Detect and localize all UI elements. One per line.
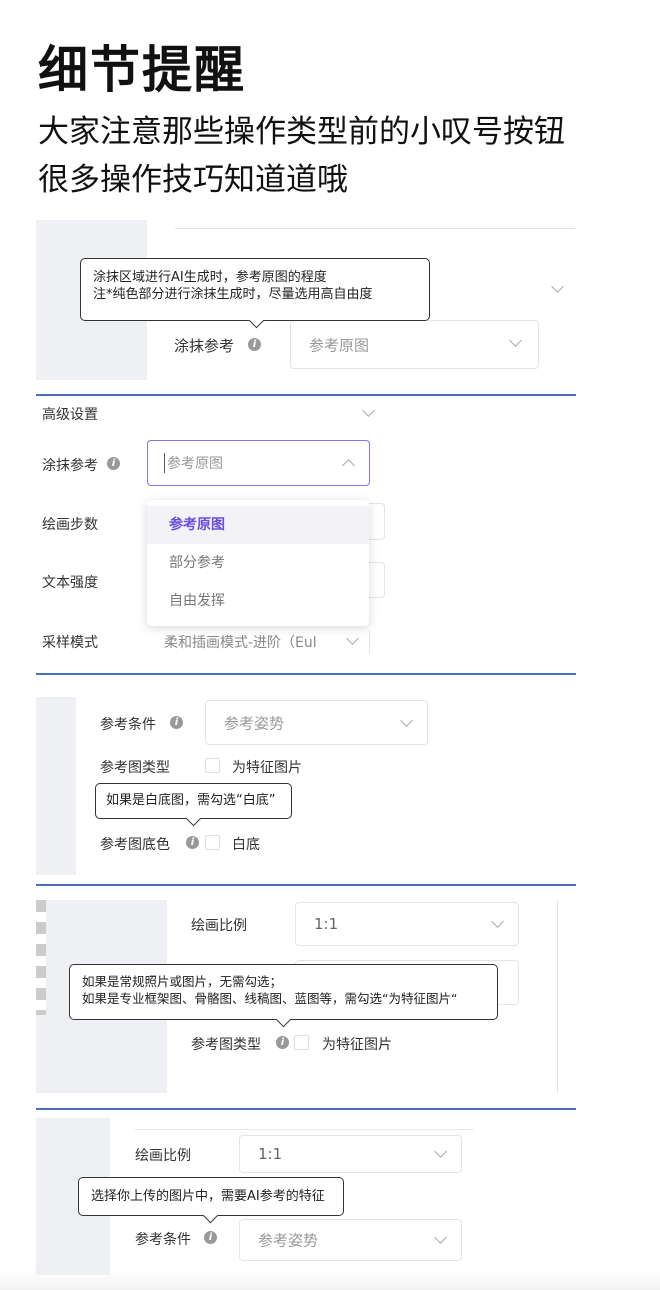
page-title: 细节提醒 — [38, 41, 246, 99]
chevron-down-icon — [509, 334, 522, 347]
divider — [175, 228, 575, 229]
section-divider — [36, 1108, 576, 1110]
tooltip-line: 涂抹区域进行AI生成时，参考原图的程度 — [93, 270, 327, 285]
info-icon[interactable]: i — [170, 716, 183, 729]
sampling-mode-select[interactable]: 柔和插画模式-进阶（Eul — [147, 630, 370, 654]
white-bg-checkbox[interactable] — [205, 835, 220, 850]
steps-label: 绘画步数 — [42, 517, 98, 533]
select-value: 参考姿势 — [224, 714, 285, 732]
section-divider — [36, 673, 576, 675]
reference-bg-label: 参考图底色 — [100, 837, 170, 853]
reference-condition-label: 参考条件 — [135, 1232, 191, 1248]
ratio-select[interactable]: 1:1 — [295, 902, 519, 946]
inpaint-reference-select[interactable]: 参考原图 — [290, 320, 539, 369]
subtitle-line-1: 大家注意那些操作类型前的小叹号按钮 — [38, 114, 565, 150]
inpaint-reference-label: 涂抹参考 — [42, 458, 98, 474]
inpaint-reference-select[interactable]: 参考原图 — [147, 440, 370, 486]
chevron-up-icon — [342, 459, 355, 472]
checkerboard-preview — [36, 900, 46, 1015]
info-icon[interactable]: i — [276, 1036, 289, 1049]
select-value: 参考原图 — [309, 336, 370, 354]
info-icon[interactable]: i — [186, 836, 199, 849]
reference-condition-select[interactable]: 参考姿势 — [239, 1219, 462, 1261]
feature-image-label: 为特征图片 — [232, 760, 302, 776]
ratio-select[interactable]: 1:1 — [239, 1135, 462, 1173]
reference-type-label: 参考图类型 — [100, 760, 170, 776]
option-partial-reference[interactable]: 部分参考 — [169, 555, 225, 571]
tooltip: 如果是常规照片或图片，无需勾选； 如果是专业框架图、骨骼图、线稿图、蓝图等，需勾选… — [69, 964, 498, 1020]
tooltip-line: 如果是常规照片或图片，无需勾选； — [82, 974, 283, 989]
section-divider — [36, 884, 576, 886]
chevron-down-icon — [434, 1231, 447, 1244]
option-free[interactable]: 自由发挥 — [169, 593, 225, 609]
feature-image-checkbox[interactable] — [205, 758, 220, 773]
info-icon[interactable]: i — [204, 1231, 217, 1244]
reference-condition-select[interactable]: 参考姿势 — [205, 700, 428, 745]
dropdown-menu: 参考原图 部分参考 自由发挥 — [147, 500, 369, 626]
feature-image-checkbox[interactable] — [294, 1035, 309, 1050]
select-value: 柔和插画模式-进阶（Eul — [164, 635, 317, 651]
feature-image-label: 为特征图片 — [322, 1037, 392, 1053]
advanced-settings-header[interactable]: 高级设置 — [42, 407, 98, 423]
ratio-label: 绘画比例 — [191, 918, 247, 934]
tooltip-line: 注*纯色部分进行涂抹生成时，尽量选用高自由度 — [93, 287, 373, 302]
chevron-down-icon[interactable] — [362, 404, 375, 417]
select-value: 1:1 — [258, 1145, 283, 1163]
tooltip: 涂抹区域进行AI生成时，参考原图的程度注*纯色部分进行涂抹生成时，尽量选用高自由… — [80, 258, 430, 321]
subtitle-line-2: 很多操作技巧知道道哦 — [38, 162, 348, 198]
chevron-down-icon — [400, 714, 413, 727]
inpaint-reference-label: 涂抹参考 — [174, 337, 235, 355]
tooltip-line: 如果是专业框架图、骨骼图、线稿图、蓝图等，需勾选“为特征图片“ — [82, 991, 458, 1006]
reference-condition-label: 参考条件 — [100, 717, 156, 733]
chevron-down-icon — [491, 915, 504, 928]
chevron-down-icon[interactable] — [551, 280, 564, 293]
select-placeholder: 参考原图 — [164, 453, 223, 473]
ratio-label: 绘画比例 — [135, 1148, 191, 1164]
divider — [135, 1129, 474, 1130]
tooltip: 如果是白底图，需勾选“白底” — [95, 783, 292, 819]
section-divider — [36, 394, 576, 396]
sampling-mode-label: 采样模式 — [42, 635, 98, 651]
select-value: 1:1 — [314, 915, 339, 933]
reference-type-label: 参考图类型 — [191, 1037, 261, 1053]
info-icon[interactable]: i — [248, 338, 261, 351]
side-panel — [36, 697, 76, 875]
chevron-down-icon — [434, 1145, 447, 1158]
white-bg-label: 白底 — [232, 837, 260, 853]
panel-border — [557, 900, 558, 1093]
text-strength-label: 文本强度 — [42, 575, 98, 591]
page-bottom — [0, 1270, 660, 1290]
info-icon[interactable]: i — [107, 457, 120, 470]
select-value: 参考姿势 — [258, 1231, 319, 1250]
tooltip: 选择你上传的图片中，需要AI参考的特征 — [78, 1177, 344, 1216]
option-reference-original[interactable]: 参考原图 — [147, 506, 369, 544]
